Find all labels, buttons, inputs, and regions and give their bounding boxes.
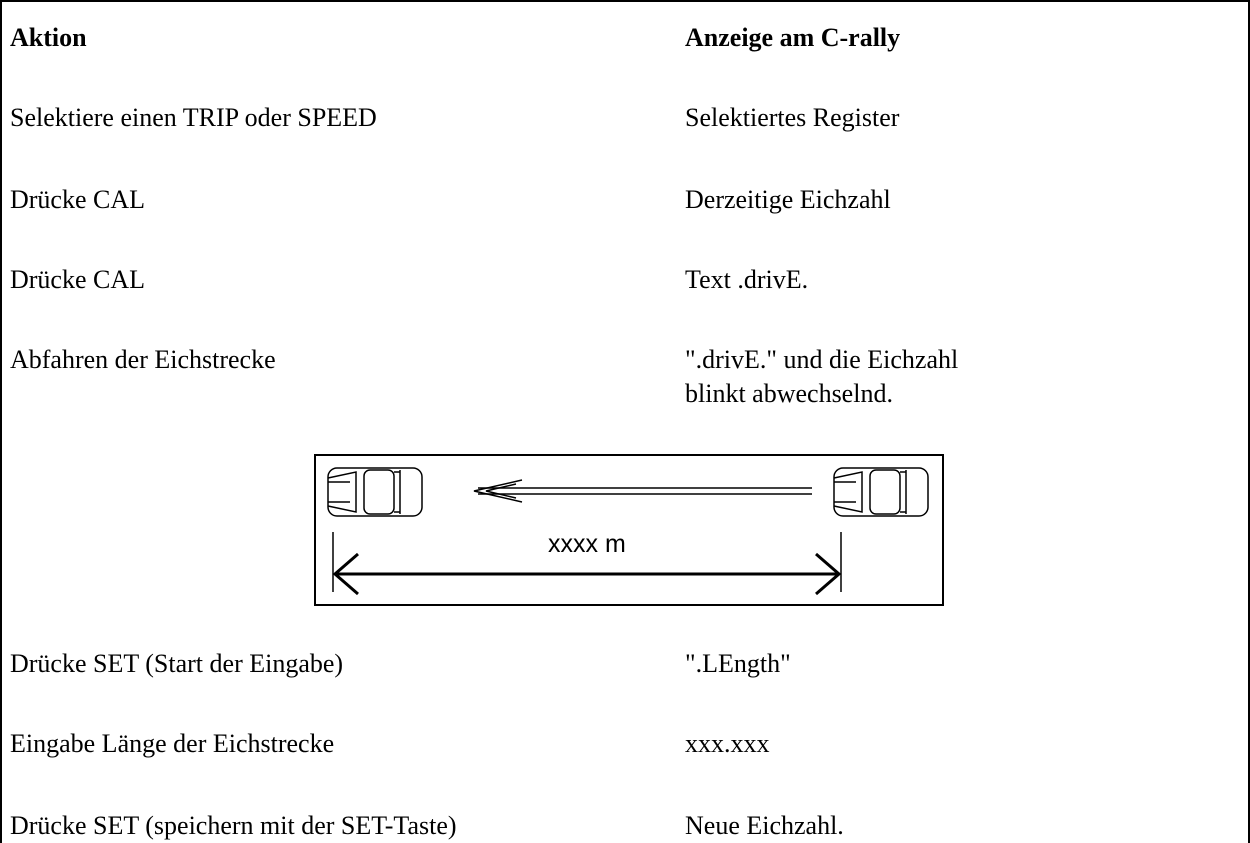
calibration-diagram: xxxx m: [314, 454, 944, 606]
row-action-cal-1: Drücke CAL: [10, 185, 146, 214]
row-display-drive-line1: ".drivE." und die Eichzahl: [685, 345, 959, 374]
direction-arrow-icon: [473, 479, 812, 503]
distance-arrow-icon: [332, 532, 842, 596]
header-display: Anzeige am C-rally: [685, 23, 901, 52]
row-display-set-start: ".LEngth": [685, 649, 791, 678]
row-action-select: Selektiere einen TRIP oder SPEED: [10, 103, 377, 132]
row-display-cal-2: Text .drivE.: [685, 265, 809, 294]
distance-label: xxxx m: [548, 530, 626, 558]
row-action-drive: Abfahren der Eichstrecke: [10, 345, 276, 374]
row-display-select: Selektiertes Register: [685, 103, 900, 132]
row-action-cal-2: Drücke CAL: [10, 265, 146, 294]
row-action-set-save: Drücke SET (speichern mit der SET-Taste): [10, 811, 457, 840]
row-display-drive-line2: blinkt abwechselnd.: [685, 379, 893, 408]
row-display-input-length: xxx.xxx: [685, 729, 770, 758]
row-action-set-start: Drücke SET (Start der Eingabe): [10, 649, 344, 678]
row-display-cal-1: Derzeitige Eichzahl: [685, 185, 891, 214]
row-action-input-length: Eingabe Länge der Eichstrecke: [10, 729, 335, 758]
header-action: Aktion: [10, 23, 87, 52]
row-display-set-save: Neue Eichzahl.: [685, 811, 844, 840]
car-left-icon: [327, 467, 423, 517]
car-right-icon: [833, 467, 929, 517]
